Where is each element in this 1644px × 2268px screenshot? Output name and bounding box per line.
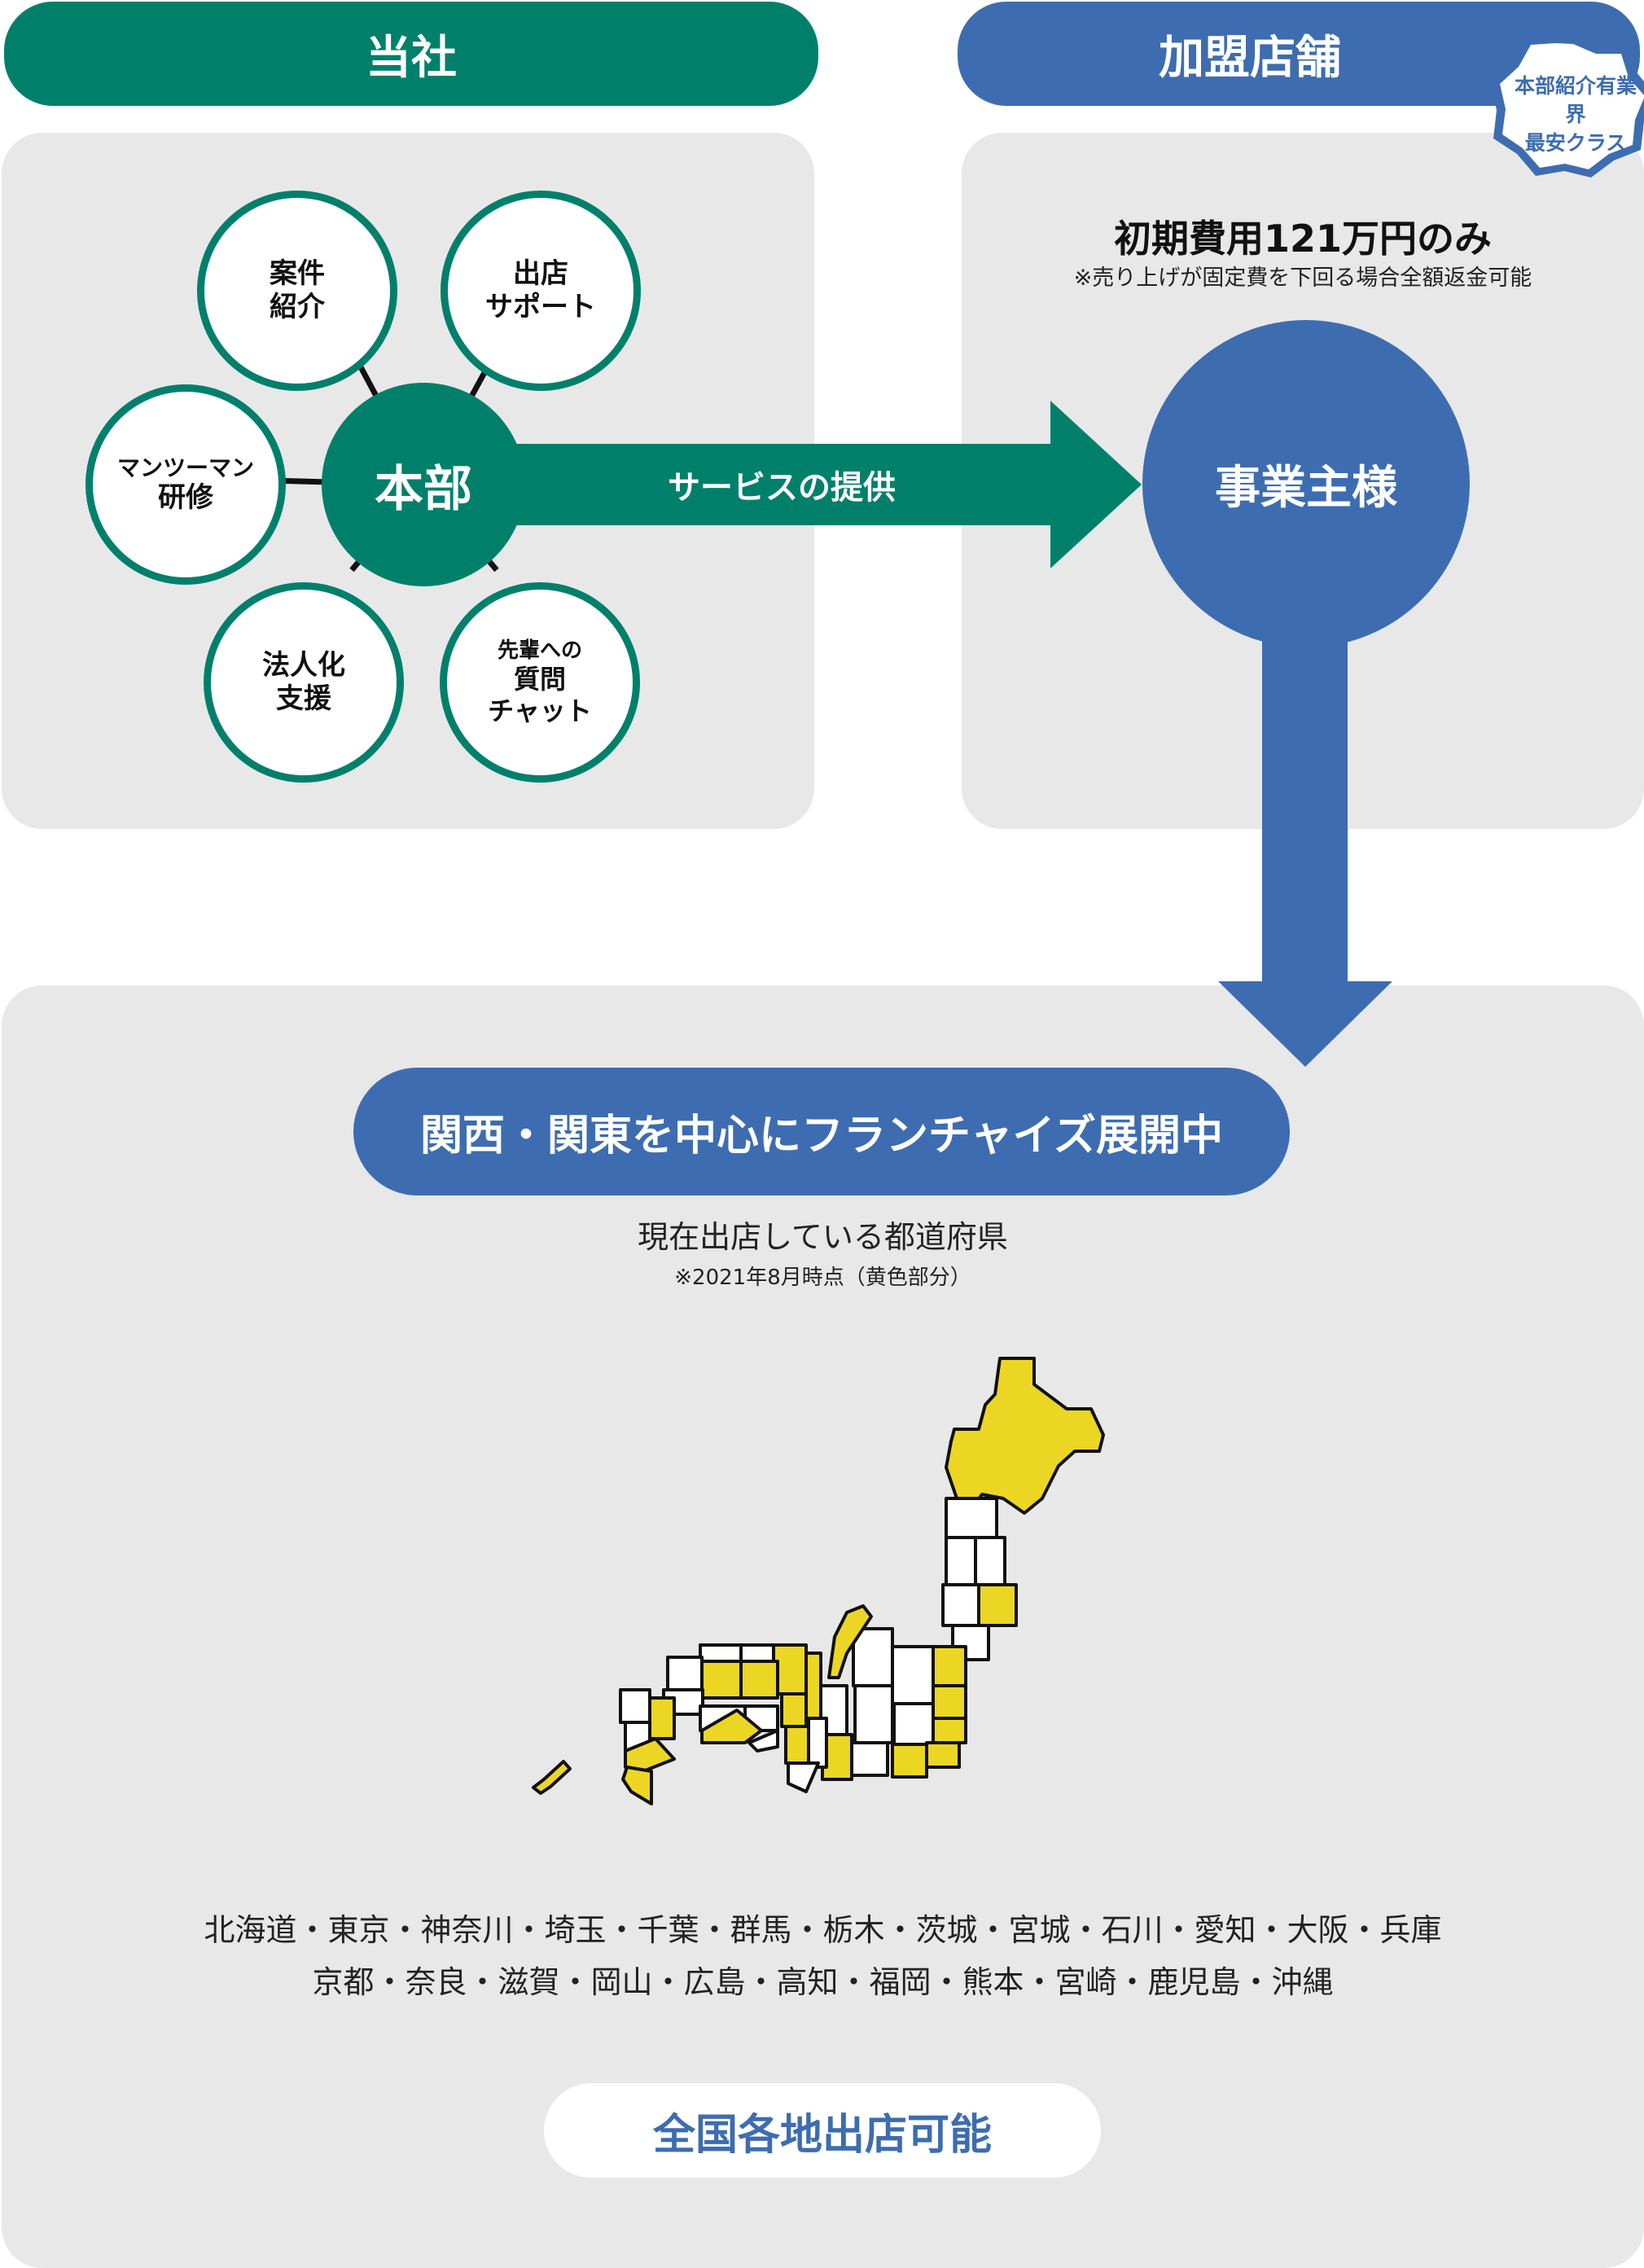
- expansion-banner: 関西・関東を中心にフランチャイズ展開中: [353, 1068, 1290, 1195]
- node-label: チャット: [488, 695, 592, 726]
- refund-note: ※売り上げが固定費を下回る場合全額返金可能: [1073, 265, 1532, 291]
- japan-map: [532, 1357, 1105, 1805]
- node-label: 出店: [513, 257, 568, 291]
- node-label: 研修: [158, 481, 213, 515]
- node-label: 先輩への: [497, 638, 582, 664]
- map-note: ※2021年8月時点（黄色部分）: [674, 1265, 971, 1290]
- node-label: 案件: [270, 257, 325, 291]
- node-training: マンツーマン 研修: [85, 384, 286, 585]
- map-title: 現在出店している都道府県: [638, 1218, 1008, 1255]
- node-opening-support: 出店 サポート: [441, 191, 641, 391]
- badge-text: 本部紹介有業界 最安クラス: [1506, 74, 1644, 155]
- node-label: マンツーマン: [116, 454, 254, 481]
- company-header: 当社: [4, 2, 818, 106]
- node-case-referral: 案件 紹介: [197, 191, 397, 391]
- business-owner-circle: 事業主様: [1142, 320, 1470, 647]
- node-label: 法人化: [262, 649, 345, 682]
- down-arrow: [1218, 619, 1392, 1067]
- node-incorporation: 法人化 支援: [204, 582, 404, 783]
- service-arrow-label: サービスの提供: [668, 469, 896, 507]
- prefecture-list-line2: 京都・奈良・滋賀・岡山・広島・高知・福岡・熊本・宮崎・鹿児島・沖縄: [312, 1963, 1334, 2000]
- badge-line2: 最安クラス: [1524, 130, 1627, 155]
- badge-star-icon: [1490, 34, 1644, 178]
- initial-fee: 初期費用121万円のみ: [1113, 217, 1493, 261]
- node-label: 紹介: [270, 291, 325, 323]
- prefecture-list-line1: 北海道・東京・神奈川・埼玉・千葉・群馬・栃木・茨城・宮城・石川・愛知・大阪・兵庫: [204, 1911, 1442, 1948]
- badge-line1: 本部紹介有業界: [1514, 73, 1637, 126]
- hq-hub: 本部: [322, 383, 525, 586]
- node-senior-chat: 先輩への 質問 チャット: [440, 582, 640, 783]
- node-label: 支援: [276, 682, 331, 715]
- node-label: サポート: [485, 291, 596, 323]
- expansion-panel: [2, 985, 1644, 2268]
- service-arrow: [456, 401, 1142, 568]
- node-label: 質問: [513, 664, 566, 695]
- nationwide-badge: 全国各地出店可能: [544, 2083, 1101, 2178]
